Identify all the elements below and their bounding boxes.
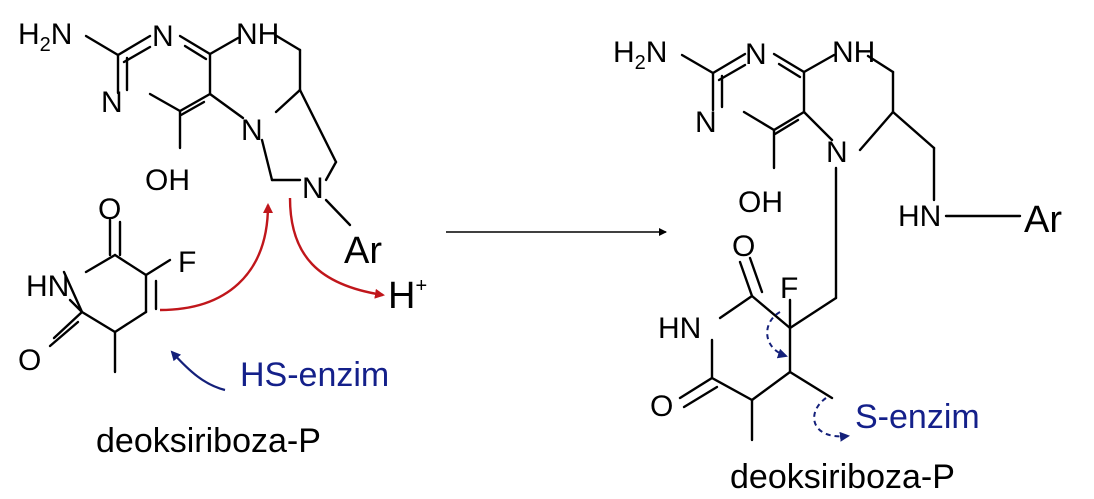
aryl-label: Ar: [344, 230, 382, 272]
aryl-label: Ar: [1024, 199, 1062, 241]
bond: [208, 36, 240, 56]
bond: [772, 110, 806, 132]
bond: [298, 88, 338, 164]
nitrogen-label: N: [241, 114, 263, 147]
deoxyribose-phosphate-label: deoksiriboza-P: [730, 458, 955, 496]
bond: [80, 310, 117, 334]
curved-electron-arrow-blue-2: [766, 311, 788, 359]
cofactor-right: H2N N N NH N OH HN Ar: [613, 36, 1062, 300]
nh-label: NH: [832, 36, 875, 69]
bond: [788, 296, 838, 330]
fluorine-label: F: [780, 272, 798, 305]
fluorine-label: F: [178, 246, 196, 279]
bond: [273, 33, 302, 52]
bond: [858, 110, 895, 152]
bond: [122, 45, 152, 64]
bond: [891, 110, 936, 150]
bond: [179, 100, 206, 117]
proton-label: H+: [388, 275, 427, 317]
bond: [680, 53, 715, 75]
bond: [802, 110, 834, 142]
amino-group-label: H2N: [18, 18, 72, 56]
bond: [260, 138, 274, 182]
bond: [772, 52, 806, 74]
fluorouracil-adduct-right: O F HN O deoksiriboza-P: [650, 230, 955, 496]
bond: [802, 53, 836, 74]
bond: [710, 376, 754, 402]
bond: [208, 92, 245, 120]
nh-label: HN: [658, 312, 701, 345]
bond: [742, 110, 776, 132]
bond: [718, 294, 754, 320]
bond: [62, 270, 84, 314]
nitrogen-label: N: [302, 172, 324, 205]
bond: [738, 260, 754, 298]
bond: [183, 44, 208, 61]
bond: [84, 34, 120, 57]
amino-group-label: H2N: [613, 36, 667, 74]
nh-label: HN: [898, 200, 941, 233]
nitrogen-label: N: [101, 86, 123, 119]
hydroxyl-label: OH: [738, 186, 783, 219]
enzyme-thiol-label: HS-enzim: [240, 356, 389, 394]
bond: [682, 385, 719, 409]
curved-electron-arrow-blue-1: [170, 350, 226, 392]
bond: [178, 92, 212, 113]
curved-electron-arrow-red-1: [159, 203, 273, 312]
bond: [711, 52, 747, 75]
bond: [113, 310, 148, 334]
bond: [52, 310, 84, 340]
bond: [116, 34, 152, 57]
bond: [324, 160, 338, 182]
oxygen-label: O: [98, 193, 121, 226]
nitrogen-label: N: [695, 106, 717, 139]
bond: [678, 376, 714, 400]
bond: [750, 294, 792, 330]
bond: [866, 54, 895, 74]
bond: [48, 320, 80, 348]
deoxyribose-phosphate-label: deoksiriboza-P: [96, 422, 321, 460]
bond: [773, 118, 800, 136]
curved-electron-arrow-blue-3: [813, 397, 850, 442]
nitrogen-label: N: [745, 38, 767, 71]
oxygen-label: O: [732, 230, 755, 263]
oxygen-label: O: [650, 390, 673, 423]
bond: [178, 34, 212, 56]
bond: [148, 92, 182, 113]
bond: [750, 370, 792, 402]
bond: [777, 62, 802, 79]
nh-label: NH: [236, 18, 279, 51]
fluorouracil-left: O HN F O deoksiriboza-P: [18, 193, 321, 460]
oxygen-label: O: [18, 344, 41, 377]
bond: [748, 256, 764, 294]
bond: [274, 88, 302, 114]
bond: [84, 253, 117, 274]
enzyme-thioether-label: S-enzim: [855, 398, 980, 436]
curved-electron-arrow-red-2: [288, 197, 385, 299]
nitrogen-label: N: [826, 136, 848, 169]
bond: [113, 253, 148, 277]
bond: [717, 63, 747, 82]
hydroxyl-label: OH: [145, 164, 190, 197]
bond: [788, 370, 834, 400]
nitrogen-label: N: [152, 20, 174, 53]
cofactor-left: H2N N N NH N N OH Ar: [18, 18, 382, 272]
bond: [324, 198, 352, 227]
bond: [144, 258, 172, 277]
nh-label: HN: [26, 270, 69, 303]
